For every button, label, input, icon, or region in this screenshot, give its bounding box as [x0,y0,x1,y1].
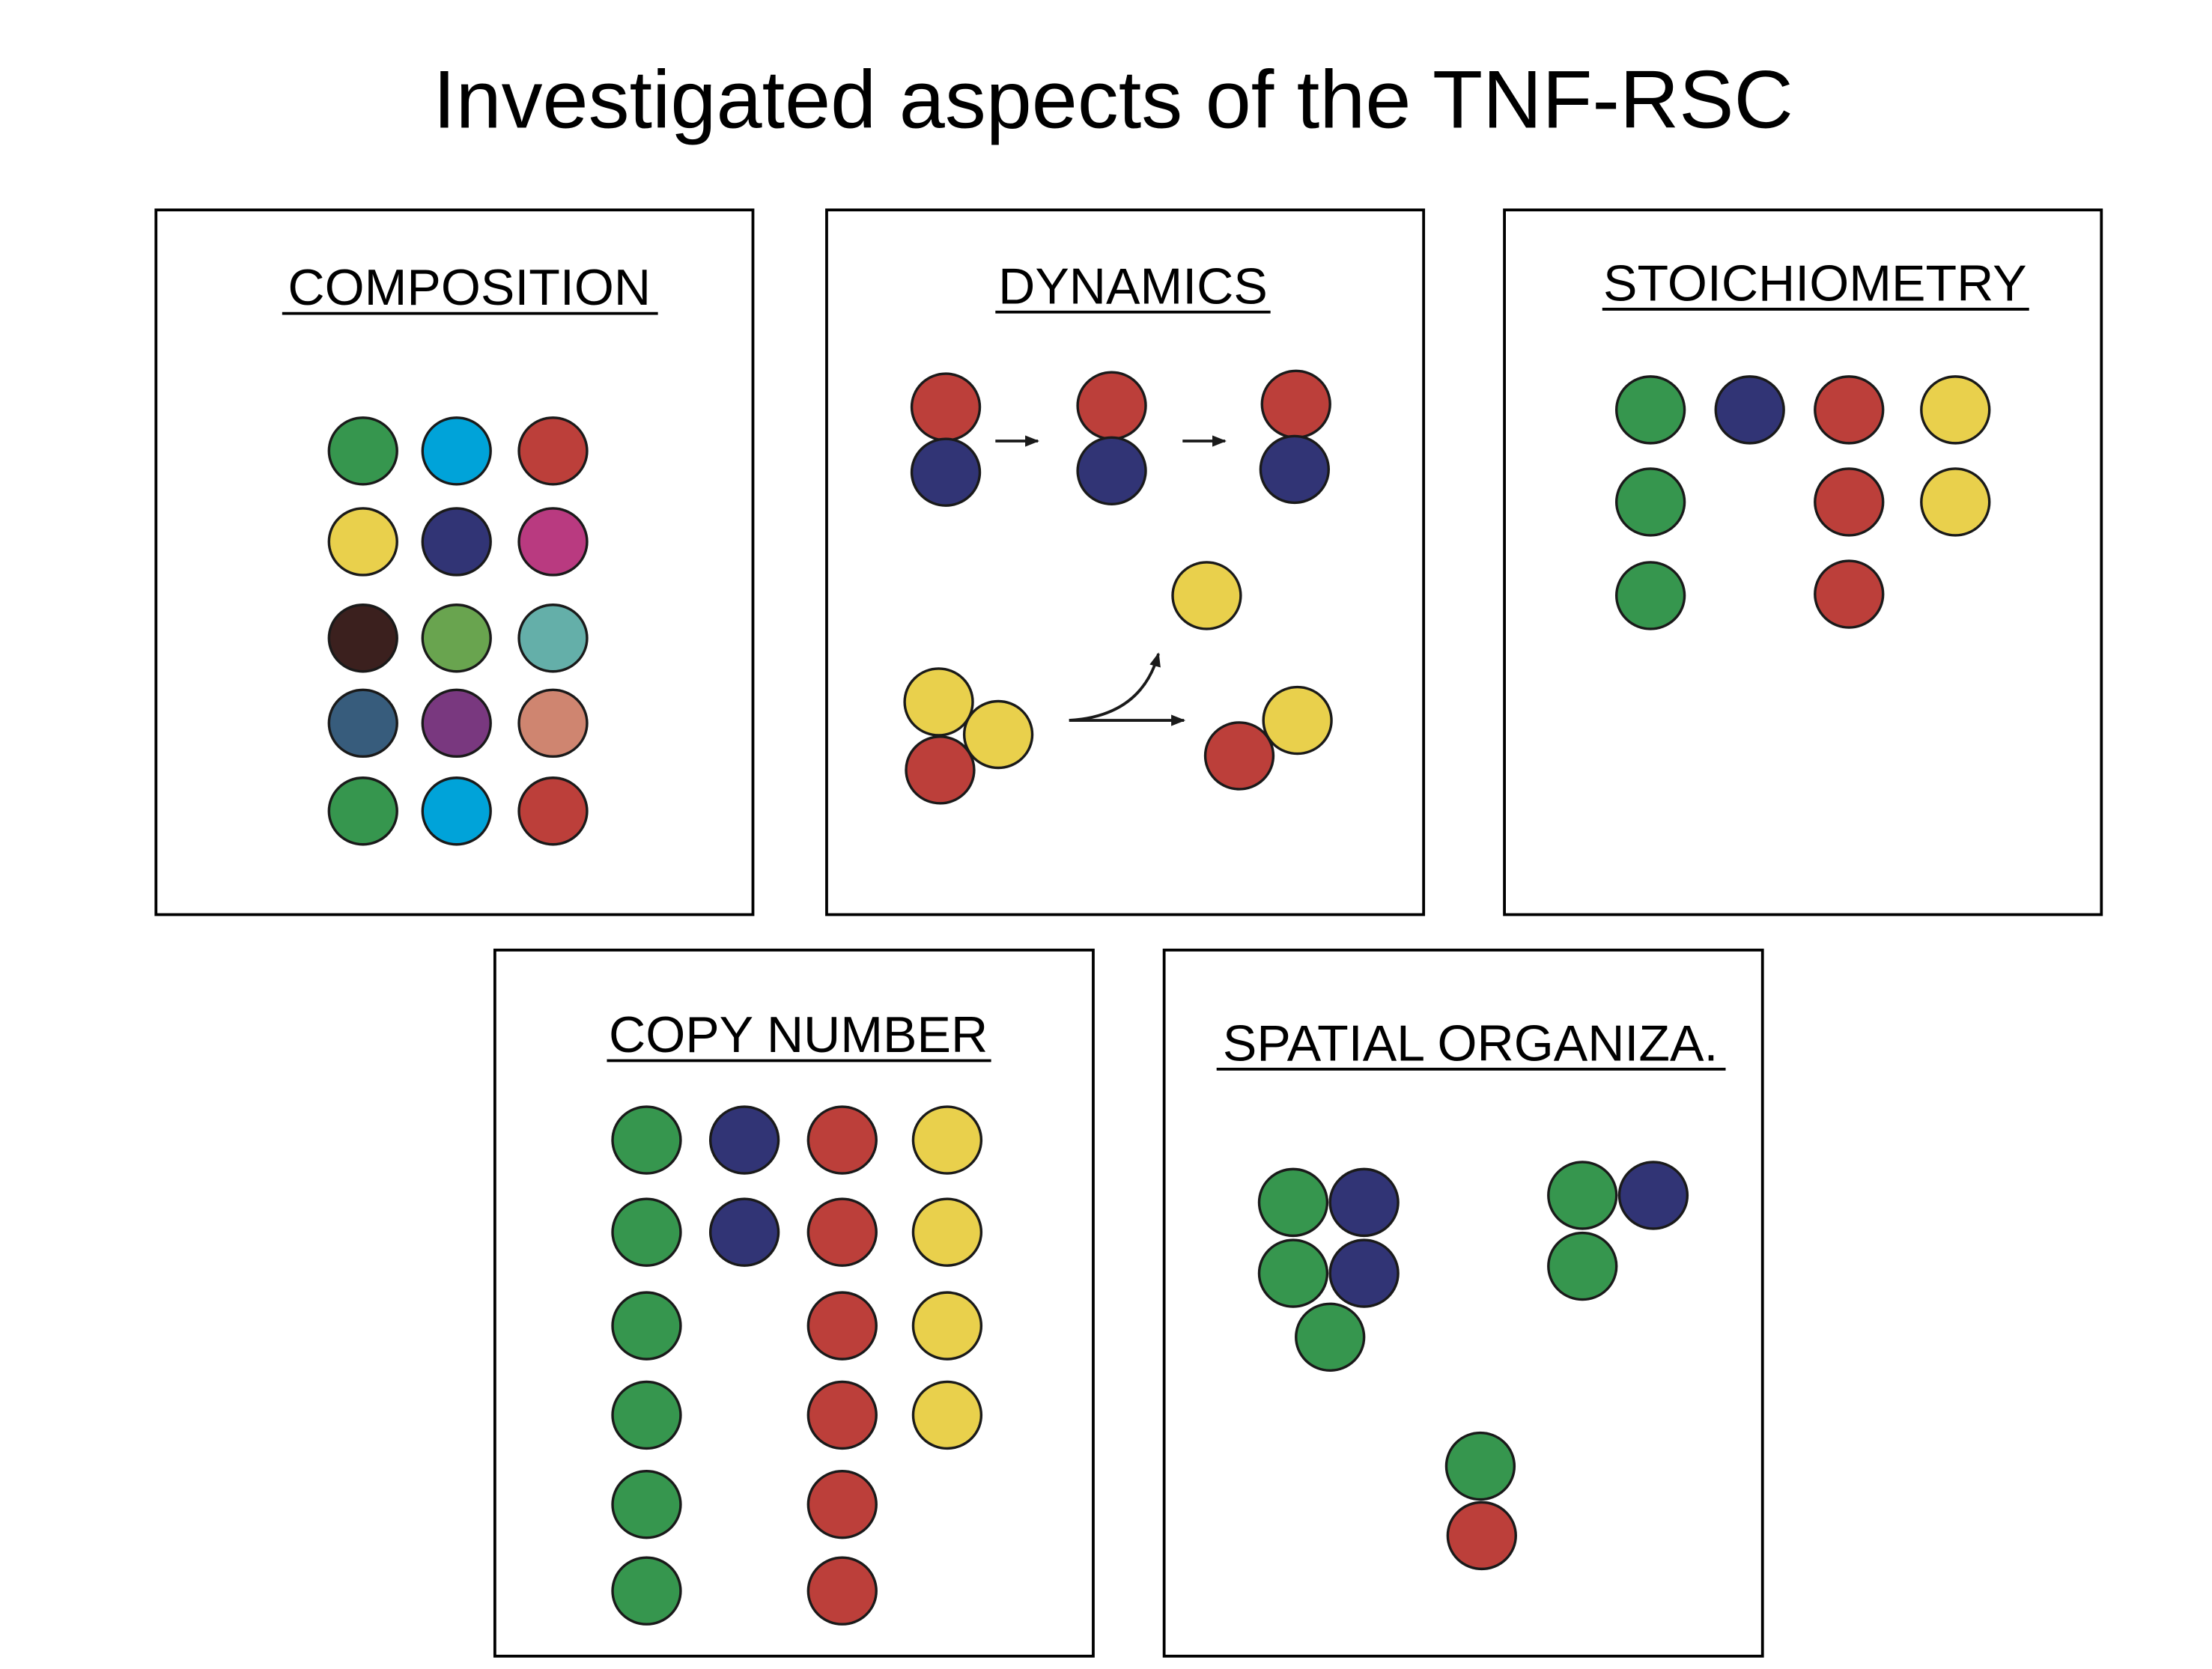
purple-protein-circle [421,688,492,759]
panel-dynamics: DYNAMICS [825,208,1426,916]
green-protein-circle [1295,1302,1366,1372]
green-protein-circle [611,1556,682,1626]
navy-protein-circle [1259,434,1330,505]
red-protein-circle [1203,721,1275,791]
green-protein-circle [1614,467,1686,537]
green-protein-circle [611,1470,682,1539]
red-protein-circle [1260,369,1331,439]
brown-protein-circle [327,604,398,673]
green-protein-circle [327,416,398,486]
green-protein-circle [1547,1161,1618,1230]
red-protein-circle [806,1291,878,1361]
green-protein-circle [611,1380,682,1450]
curved-arrow-icon [1069,652,1161,722]
green-protein-circle [1257,1167,1329,1238]
yellow-protein-circle [1920,375,1991,445]
slate-protein-circle [327,688,398,759]
navy-protein-circle [910,437,982,507]
navy-protein-circle [708,1105,780,1175]
cyan-protein-circle [421,416,492,486]
navy-protein-circle [421,507,492,577]
green-protein-circle [327,776,398,846]
green-protein-circle [1257,1238,1329,1308]
figure-title: Investigated aspects of the TNF-RSC [433,55,1793,146]
red-protein-circle [806,1556,878,1626]
magenta-protein-circle [517,507,589,577]
green-protein-circle [1614,375,1686,445]
panel-spatial-organization: SPATIAL ORGANIZA. [1162,948,1764,1658]
navy-protein-circle [708,1197,780,1267]
red-protein-circle [1814,467,1885,537]
navy-protein-circle [1328,1167,1400,1238]
red-protein-circle [806,1105,878,1175]
salmon-protein-circle [517,688,589,759]
red-protein-circle [1076,371,1147,440]
panel-heading: STOICHIOMETRY [1603,255,2027,312]
red-protein-circle [517,416,589,486]
yellow-protein-circle [911,1197,983,1267]
yellow-protein-circle [1920,467,1991,537]
red-protein-circle [910,372,982,442]
yellow-protein-circle [911,1380,983,1450]
green-protein-circle [1614,561,1686,630]
teal-protein-circle [517,604,589,673]
panel-heading: COPY NUMBER [609,1006,988,1063]
red-protein-circle [1814,375,1885,445]
red-protein-circle [1446,1501,1517,1571]
yellow-protein-circle [327,507,398,577]
red-protein-circle [1814,559,1885,629]
red-protein-circle [517,776,589,846]
cyan-protein-circle [421,776,492,846]
green-protein-circle [1444,1431,1516,1501]
panel-heading: COMPOSITION [288,259,651,316]
red-protein-circle [806,1380,878,1450]
navy-protein-circle [1328,1238,1400,1308]
navy-protein-circle [1076,436,1147,505]
panel-heading: SPATIAL ORGANIZA. [1223,1015,1719,1072]
green-protein-circle [611,1105,682,1175]
panel-stoichiometry: STOICHIOMETRY [1503,208,2103,916]
panel-copy-number: COPY NUMBER [493,948,1095,1658]
green-protein-circle [1547,1231,1618,1301]
panel-composition: COMPOSITION [154,208,755,916]
yellow-protein-circle [903,667,974,737]
panel-heading: DYNAMICS [998,258,1268,314]
yellow-protein-circle [911,1291,983,1361]
red-protein-circle [905,735,976,805]
yellow-protein-circle [1171,561,1242,630]
navy-protein-circle [1714,375,1785,445]
green-protein-circle [611,1291,682,1361]
lightgreen-protein-circle [421,604,492,673]
red-protein-circle [806,1197,878,1267]
yellow-protein-circle [1262,685,1333,756]
yellow-protein-circle [962,699,1034,770]
red-protein-circle [806,1470,878,1539]
yellow-protein-circle [911,1105,983,1175]
green-protein-circle [611,1197,682,1267]
navy-protein-circle [1617,1161,1689,1230]
